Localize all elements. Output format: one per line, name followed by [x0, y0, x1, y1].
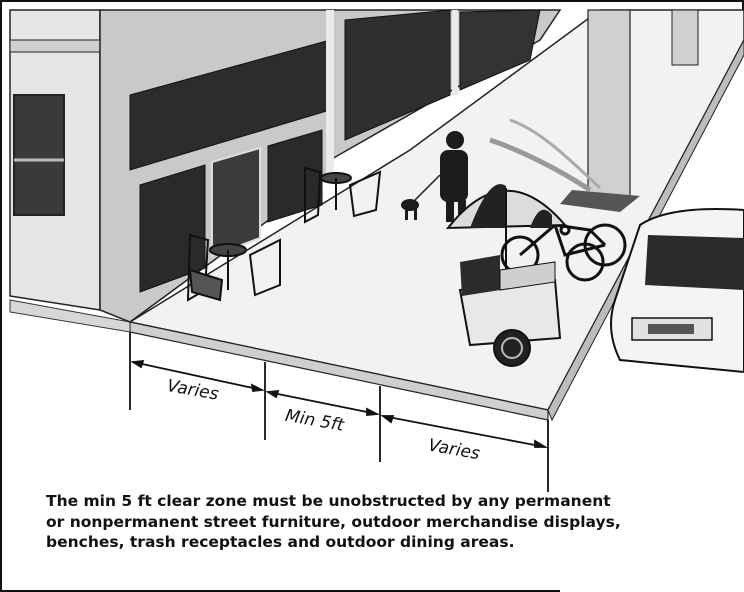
corner-building-lintel — [10, 40, 100, 52]
caption: The min 5 ft clear zone must be unobstru… — [46, 491, 706, 553]
tree-trunk-far — [672, 10, 698, 65]
caption-line-3: benches, trash receptacles and outdoor d… — [46, 532, 706, 553]
tree-trunk-near — [588, 10, 630, 198]
caption-line-2: or nonpermanent street furniture, outdoo… — [46, 512, 706, 533]
corner-building-window — [14, 95, 64, 215]
caption-line-1: The min 5 ft clear zone must be unobstru… — [46, 491, 706, 512]
storefront-door-1 — [212, 148, 260, 256]
